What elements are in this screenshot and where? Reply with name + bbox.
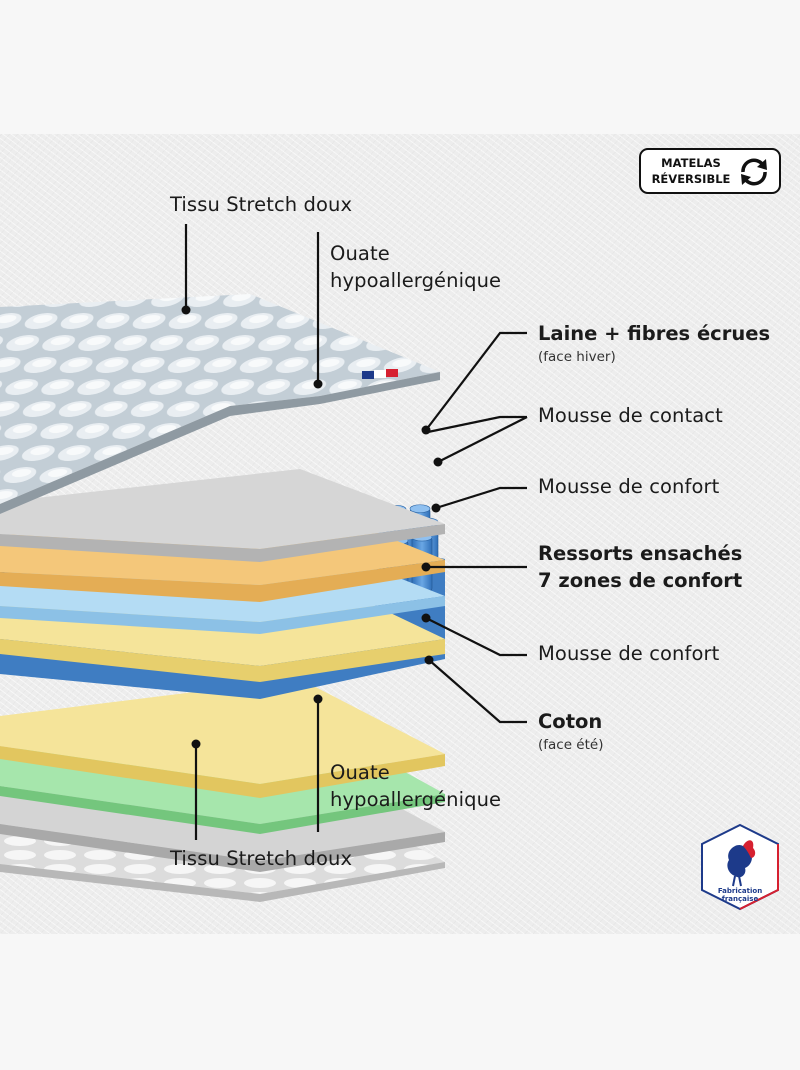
layer-top-wadding bbox=[0, 469, 445, 562]
reverse-arrows-icon bbox=[741, 158, 767, 186]
label-top-fabric: Tissu Stretch doux bbox=[170, 193, 353, 216]
label-wool: Laine + fibres écrues (face hiver) bbox=[538, 320, 770, 367]
label-springs: Ressorts ensachés 7 zones de confort bbox=[538, 540, 742, 594]
label-comfort-foam-bottom: Mousse de confort bbox=[538, 642, 720, 665]
layer-bottom-comfort-foam bbox=[0, 679, 445, 798]
label-bottom-wadding-line2: hypoallergénique bbox=[330, 788, 502, 811]
label-bottom-fabric: Tissu Stretch doux bbox=[170, 847, 353, 870]
label-bottom-wadding-line1: Ouate bbox=[330, 761, 390, 784]
label-wool-title: Laine + fibres écrues bbox=[538, 322, 771, 345]
label-cotton: Coton (face été) bbox=[538, 708, 603, 755]
rooster-icon bbox=[727, 840, 756, 887]
label-springs-line2: 7 zones de confort bbox=[538, 569, 743, 592]
french-flag-tag bbox=[362, 369, 398, 379]
label-springs-line1: Ressorts ensachés bbox=[538, 542, 743, 565]
label-comfort-foam-top: Mousse de confort bbox=[538, 475, 720, 498]
made-in-france-logo bbox=[701, 823, 779, 911]
label-top-wadding-line2: hypoallergénique bbox=[330, 269, 502, 292]
layer-top-fabric bbox=[0, 294, 440, 514]
pointer-lines bbox=[184, 224, 528, 840]
pointer-dots bbox=[181, 305, 443, 749]
mattress-diagram: MATELAS RÉVERSIBLE Tissu Stretch doux Ou… bbox=[0, 134, 800, 934]
label-cotton-sub: (face été) bbox=[538, 737, 604, 753]
label-top-wadding-line1: Ouate bbox=[330, 242, 390, 265]
reversible-mattress-badge: MATELAS RÉVERSIBLE bbox=[639, 148, 781, 194]
label-wool-sub: (face hiver) bbox=[538, 349, 616, 365]
mattress-layers-art bbox=[0, 224, 528, 902]
label-top-wadding: Ouate hypoallergénique bbox=[330, 240, 501, 294]
made-in-france-text: Fabrication française bbox=[717, 887, 763, 903]
label-cotton-title: Coton bbox=[538, 710, 603, 733]
label-contact-foam: Mousse de contact bbox=[538, 404, 723, 427]
label-bottom-wadding: Ouate hypoallergénique bbox=[330, 759, 501, 813]
badge-line-1: MATELAS bbox=[661, 156, 721, 170]
badge-line-2: RÉVERSIBLE bbox=[651, 172, 731, 186]
